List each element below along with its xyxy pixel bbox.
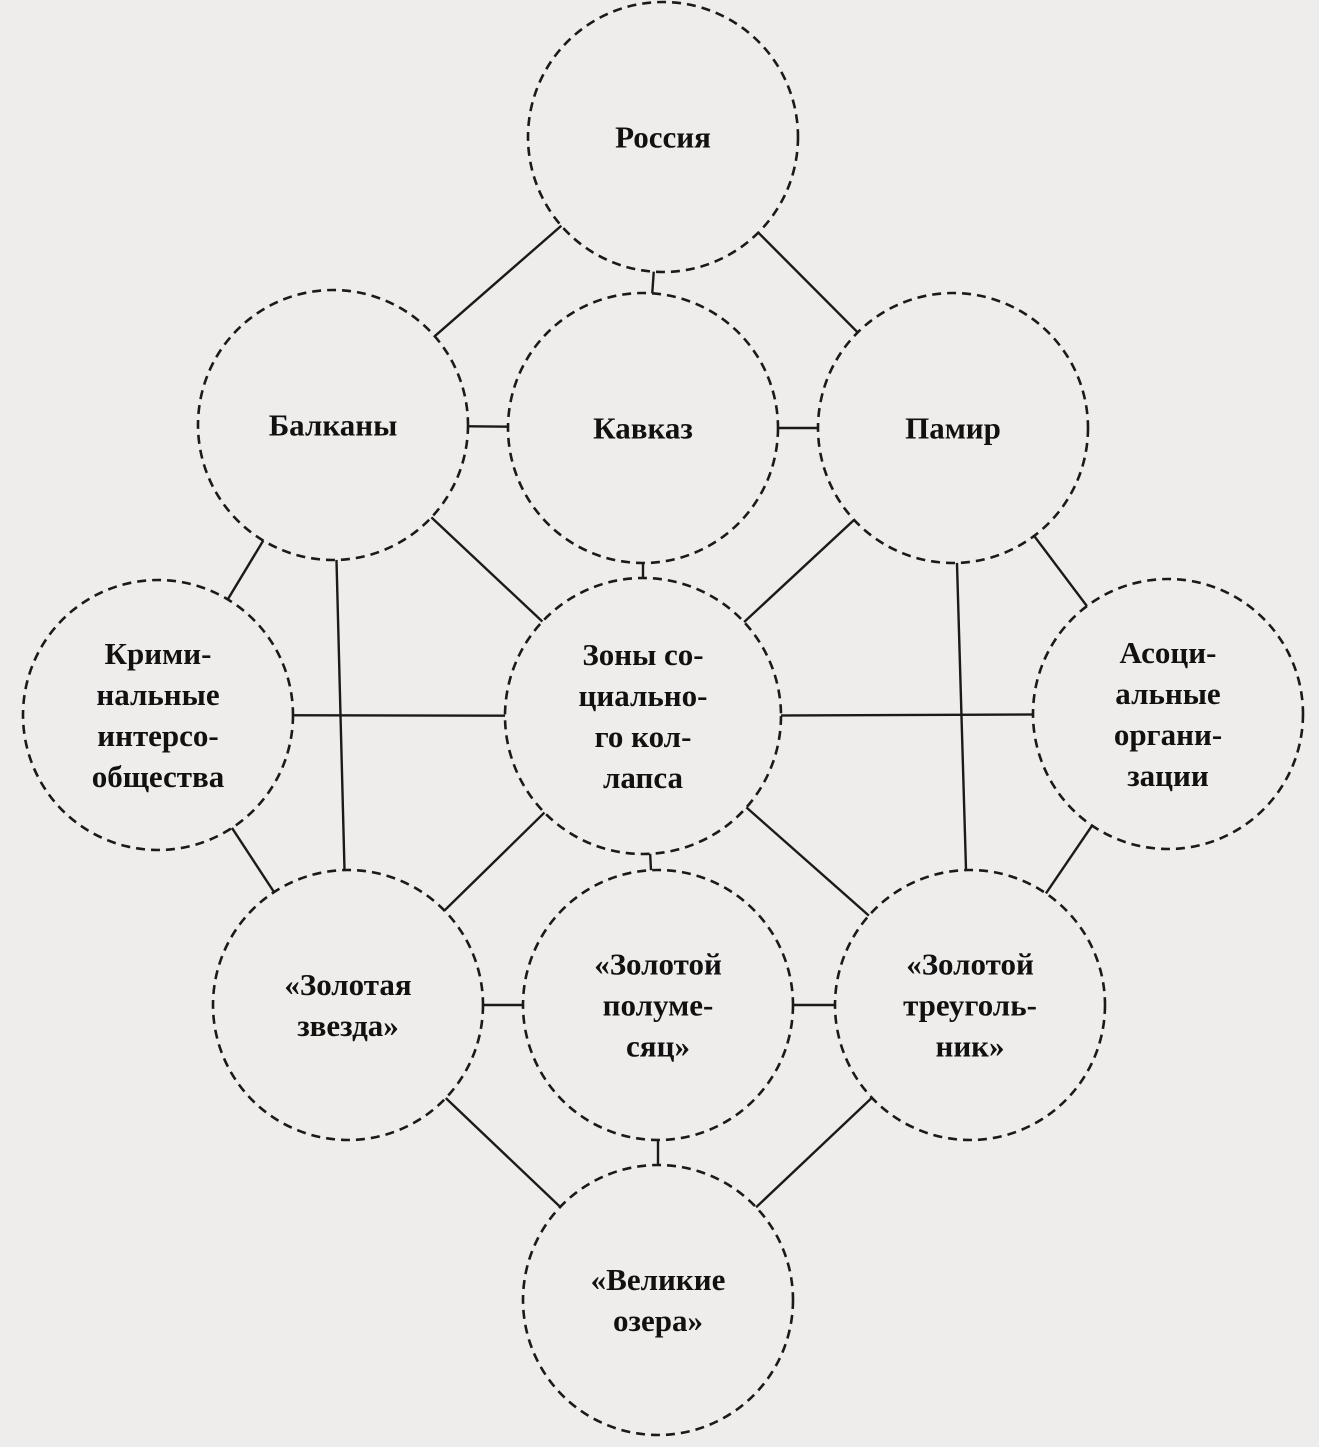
node-label-crescent-line-2: сяц» [626,1029,690,1064]
node-circle-star [211,868,485,1142]
node-label-crescent-line-1: полуме- [603,988,714,1023]
node-label-star-line-1: звезда» [297,1008,399,1043]
node-label-triangle-line-0: «Золотой [906,947,1034,982]
node-label-lakes-line-0: «Великие [591,1262,726,1297]
node-pamir: Памир [816,291,1090,565]
node-label-triangle-line-2: ник» [935,1029,1004,1064]
node-label-asocial-line-3: зации [1127,758,1209,793]
node-circle-caucasus [506,291,780,565]
node-label-asocial-line-1: альные [1115,676,1220,711]
node-caucasus: Кавказ [506,291,780,565]
node-label-criminal-line-0: Крими- [105,636,212,671]
node-label-crescent-line-0: «Золотой [594,947,722,982]
node-label-collapse-line-0: Зоны со- [582,637,703,672]
node-asocial: Асоци-альные органи-зации [1031,577,1305,851]
node-circle-criminal [21,578,295,852]
node-triangle: «Золотой треуголь-ник» [833,868,1107,1142]
node-lakes: «Великие озера» [521,1163,795,1437]
node-label-triangle-line-1: треуголь- [903,988,1037,1023]
node-label-collapse-line-2: го кол- [595,719,692,754]
node-circle-collapse [503,576,783,856]
node-label-asocial-line-0: Асоци- [1120,635,1217,670]
node-balkans: Балканы [196,288,470,562]
node-label-russia-line-0: Россия [615,120,711,155]
node-label-collapse-line-1: циально- [579,678,708,713]
node-criminal: Крими-нальные интерсо-общества [21,578,295,852]
node-label-criminal-line-1: нальные [96,677,219,712]
node-circle-lakes [521,1163,795,1437]
node-collapse: Зоны со-циально-го кол-лапса [503,576,783,856]
node-circle-triangle [833,868,1107,1142]
node-circle-crescent [521,868,795,1142]
node-label-criminal-line-3: общества [92,759,225,794]
node-label-pamir-line-0: Памир [905,411,1001,446]
node-russia: Россия [526,0,800,274]
node-crescent: «Золотой полуме-сяц» [521,868,795,1142]
node-circle-pamir [816,291,1090,565]
node-label-criminal-line-2: интерсо- [97,718,219,753]
node-star: «Золотая звезда» [211,868,485,1142]
node-label-lakes-line-1: озера» [613,1303,703,1338]
node-label-star-line-0: «Золотая [284,967,411,1002]
node-circle-russia [526,0,800,274]
node-label-balkans-line-0: Балканы [269,408,398,443]
node-circle-asocial [1031,577,1305,851]
node-label-collapse-line-3: лапса [603,760,683,795]
node-circle-balkans [196,288,470,562]
node-label-asocial-line-2: органи- [1114,717,1222,752]
node-label-caucasus-line-0: Кавказ [593,411,693,446]
